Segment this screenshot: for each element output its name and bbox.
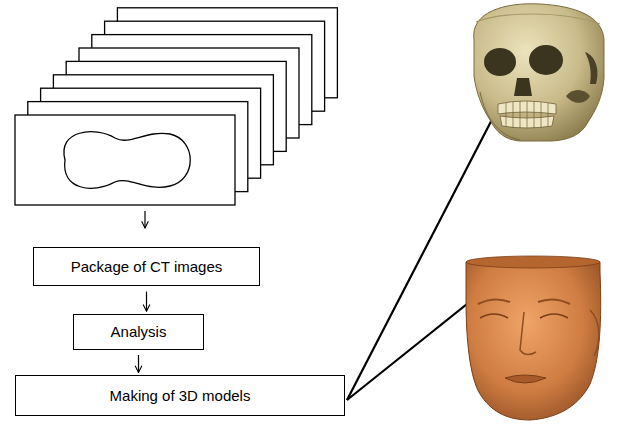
box-label: Making of 3D models [110, 387, 251, 405]
process-box: Making of 3D models [15, 375, 345, 416]
box-label: Analysis [111, 323, 167, 341]
process-box: Analysis [73, 314, 204, 350]
flow-arrow [138, 355, 139, 373]
face-model [466, 256, 601, 420]
flow-arrow [146, 292, 147, 312]
flow-arrow [144, 211, 145, 228]
skull-model [474, 4, 604, 141]
ct-slice [15, 115, 235, 205]
ct-slice-stack [15, 8, 337, 205]
box-label: Package of CT images [71, 258, 222, 276]
process-box: Package of CT images [33, 247, 260, 286]
slice-contour [64, 132, 190, 189]
